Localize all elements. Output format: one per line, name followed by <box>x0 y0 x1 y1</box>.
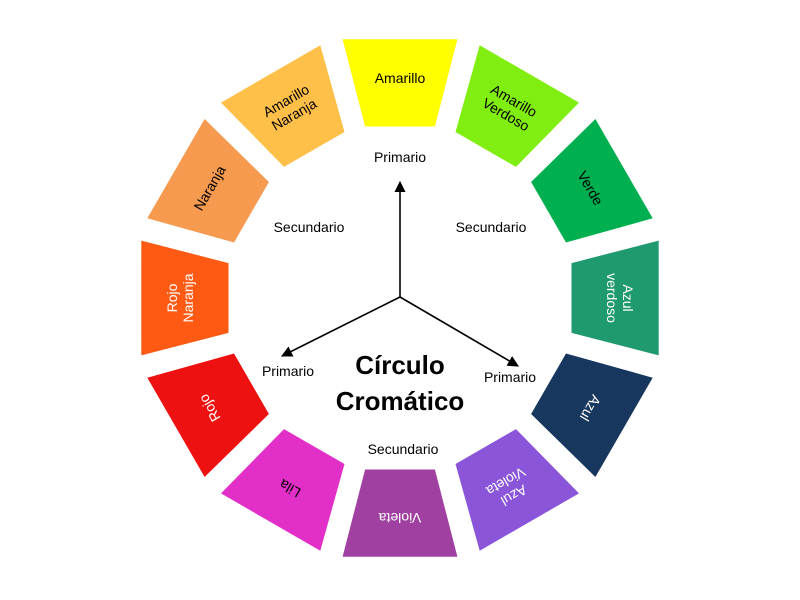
segment-label-line: verdoso <box>604 273 620 323</box>
segment-shape <box>147 119 269 243</box>
segment-label-line: Violeta <box>379 510 422 526</box>
segment-label: Amarillo <box>375 70 426 86</box>
arrow-left <box>280 296 401 357</box>
segment-amarillo-verdoso: AmarilloVerdoso <box>455 45 579 167</box>
primario-right-label: Primario <box>484 369 536 385</box>
segment-shape <box>221 429 345 551</box>
primario-top-label: Primario <box>374 149 426 165</box>
segment-label: Violeta <box>379 510 422 526</box>
segment-label: RojoNaranja <box>164 273 196 322</box>
segment-shape <box>342 469 458 557</box>
segment-amarillo: Amarillo <box>342 39 458 127</box>
wheel-title-line1: Círculo <box>355 350 445 380</box>
secundario-bottom-label: Secundario <box>368 441 439 457</box>
segment-shape <box>221 45 345 167</box>
segment-verde: Verde <box>531 119 653 243</box>
segment-shape <box>342 39 458 127</box>
segment-amarillo-naranja: AmarilloNaranja <box>221 45 345 167</box>
arrow-right <box>399 296 519 367</box>
segment-azul: Azul <box>531 353 653 477</box>
secundario-right-label: Secundario <box>456 219 527 235</box>
segment-lila: Lila <box>221 429 345 551</box>
secundario-left-label: Secundario <box>274 219 345 235</box>
segment-shape <box>141 240 229 356</box>
wheel-title-line2: Cromático <box>336 386 465 416</box>
segment-shape <box>531 353 653 477</box>
segment-label-line: Azul <box>620 284 636 311</box>
segment-azul-verdoso: Azulverdoso <box>571 240 659 356</box>
primario-left-label: Primario <box>262 363 314 379</box>
segment-rojo: Rojo <box>147 353 269 477</box>
segment-label: Azulverdoso <box>604 273 636 323</box>
segment-violeta: Violeta <box>342 469 458 557</box>
segment-label-line: Naranja <box>180 273 196 322</box>
segment-shape <box>571 240 659 356</box>
segment-label-line: Rojo <box>164 283 180 312</box>
primary-arrows <box>280 180 519 367</box>
segment-naranja: Naranja <box>147 119 269 243</box>
wheel-segments: AmarilloAmarilloVerdosoVerdeAzulverdosoA… <box>141 39 659 557</box>
segment-shape <box>455 429 579 551</box>
segment-rojo-naranja: RojoNaranja <box>141 240 229 356</box>
segment-label-line: Amarillo <box>375 70 426 86</box>
segment-shape <box>147 353 269 477</box>
segment-shape <box>455 45 579 167</box>
segment-shape <box>531 119 653 243</box>
segment-azul-violeta: AzulVioleta <box>455 429 579 551</box>
